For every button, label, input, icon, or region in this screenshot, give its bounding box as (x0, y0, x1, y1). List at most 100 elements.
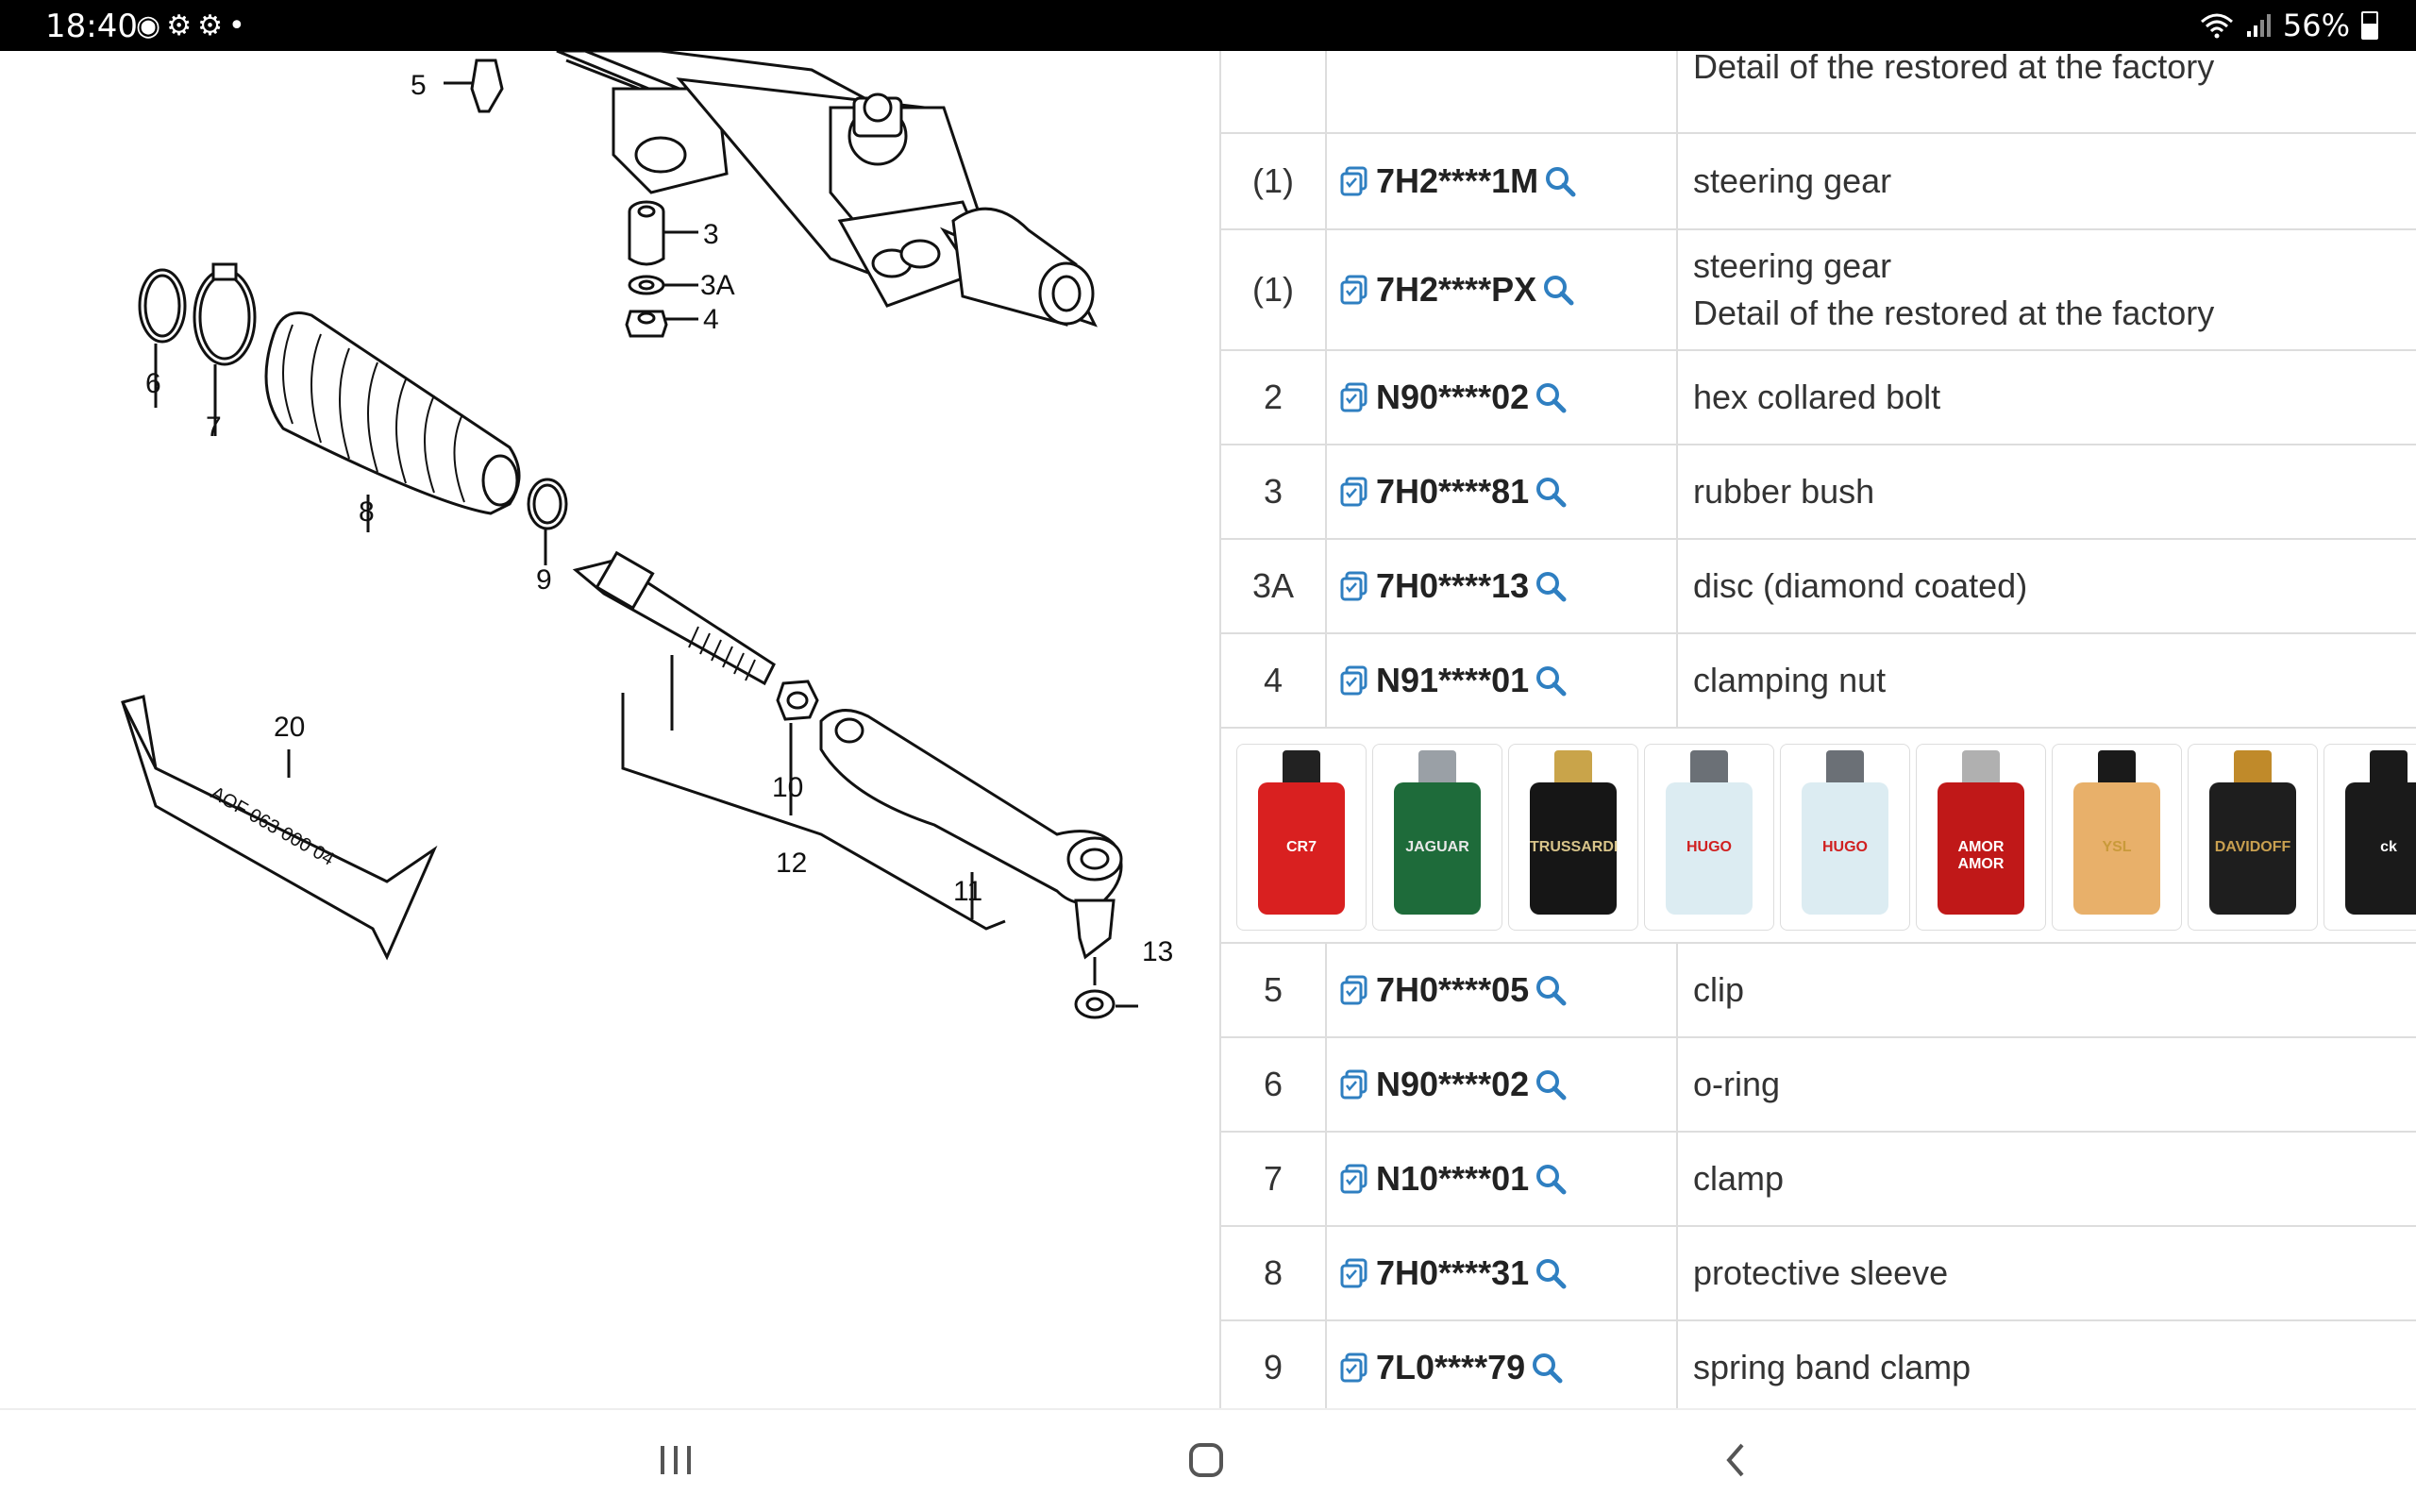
clock: 18:40 (45, 8, 138, 45)
description-line: hex collared bolt (1693, 378, 1941, 416)
description-line: spring band clamp (1693, 1348, 1971, 1386)
description-cell: steering gear (1678, 134, 2416, 228)
perfume-brand: HUGO (1822, 839, 1868, 855)
row-number: 6 (1221, 1038, 1327, 1131)
part-number[interactable]: N10****01 (1376, 1159, 1530, 1198)
perfume-ad-item[interactable]: TRUSSARDI (1508, 744, 1638, 931)
perfume-bottle (1666, 782, 1753, 915)
copy-icon[interactable] (1338, 570, 1370, 602)
copy-icon[interactable] (1338, 1352, 1370, 1384)
search-icon[interactable] (1535, 381, 1567, 413)
copy-icon[interactable] (1338, 165, 1370, 197)
part-number[interactable]: 7H2****PX (1376, 270, 1537, 309)
home-button[interactable] (1168, 1427, 1244, 1493)
search-icon[interactable] (1535, 1068, 1567, 1100)
callout-3: 3 (703, 219, 719, 250)
copy-icon[interactable] (1338, 476, 1370, 508)
perfume-bottle (1258, 782, 1345, 915)
part-number[interactable]: 7H0****13 (1376, 566, 1530, 605)
search-icon[interactable] (1535, 570, 1567, 602)
perfume-bottle (1938, 782, 2024, 915)
back-button[interactable] (1699, 1427, 1774, 1493)
perfume-ad-item[interactable]: JAGUAR (1372, 744, 1502, 931)
description-cell: o-ring (1678, 1038, 2416, 1131)
part-number[interactable]: 7H0****05 (1376, 970, 1530, 1009)
back-icon (1726, 1443, 1744, 1477)
perfume-brand: TRUSSARDI (1530, 839, 1619, 855)
copy-icon[interactable] (1338, 1257, 1370, 1289)
part-number-cell: 7L0****79 (1327, 1321, 1678, 1408)
perfume-ad-item[interactable]: HUGO (1644, 744, 1774, 931)
part-number-cell: 7H0****31 (1327, 1227, 1678, 1319)
perfume-ad-item[interactable]: YSL (2052, 744, 2182, 931)
recents-button[interactable] (638, 1427, 713, 1493)
search-icon[interactable] (1535, 974, 1567, 1006)
callout-7: 7 (206, 412, 222, 443)
search-icon[interactable] (1535, 476, 1567, 508)
search-icon[interactable] (1535, 664, 1567, 697)
perfume-ad-item[interactable]: ck (2324, 744, 2416, 931)
description-line: rubber bush (1693, 472, 1875, 511)
account-circle-icon: ◉ (136, 9, 167, 42)
callout-10: 10 (772, 772, 803, 803)
perfume-brand: DAVIDOFF (2214, 839, 2291, 855)
bottle-cap (1826, 750, 1864, 788)
copy-icon[interactable] (1338, 1068, 1370, 1100)
perfume-ad-item[interactable]: CR7 (1236, 744, 1367, 931)
perfume-bottle (1394, 782, 1481, 915)
parts-diagram[interactable]: 5 3 3A 4 6 7 8 9 10 12 11 13 20 AOF 063 … (0, 51, 1219, 1408)
perfume-brand: ck (2380, 839, 2397, 855)
part-number[interactable]: 7H2****1M (1376, 161, 1539, 200)
part-number[interactable]: 7H0****31 (1376, 1253, 1530, 1292)
description-line: clamping nut (1693, 661, 1887, 699)
perfume-ad-item[interactable]: AMOR AMOR (1916, 744, 2046, 931)
callout-5: 5 (411, 70, 427, 101)
table-row[interactable]: 6 N90****02 o-ring (1221, 1038, 2416, 1133)
exploded-view-drawing: 5 3 3A 4 6 7 8 9 10 12 11 13 20 AOF 063 … (121, 51, 1173, 1019)
perfume-bottle (1802, 782, 1888, 915)
part-number[interactable]: 7H0****81 (1376, 472, 1530, 511)
perfume-bottle (2073, 782, 2160, 915)
perfume-brand: JAGUAR (1405, 839, 1469, 855)
part-number-cell: 7H2****1M (1327, 134, 1678, 228)
search-icon[interactable] (1544, 165, 1576, 197)
search-icon[interactable] (1535, 1257, 1567, 1289)
copy-icon[interactable] (1338, 381, 1370, 413)
part-number[interactable]: N90****02 (1376, 1065, 1530, 1103)
part-number[interactable]: N90****02 (1376, 378, 1530, 416)
parts-table[interactable]: Detail of the restored at the factory (1… (1219, 51, 2416, 1408)
perfume-ad-item[interactable]: HUGO (1780, 744, 1910, 931)
part-number[interactable]: N91****01 (1376, 661, 1530, 699)
description-line: steering gear (1693, 161, 1892, 200)
description-cell: hex collared bolt (1678, 351, 2416, 444)
description-cell: protective sleeve (1678, 1227, 2416, 1319)
part-number[interactable]: 7L0****79 (1376, 1348, 1526, 1386)
copy-icon[interactable] (1338, 664, 1370, 697)
description-line: Detail of the restored at the factory (1693, 294, 2215, 332)
bottle-cap (1554, 750, 1592, 788)
description-line: o-ring (1693, 1065, 1781, 1103)
copy-icon[interactable] (1338, 274, 1370, 306)
search-icon[interactable] (1531, 1352, 1563, 1384)
description-line: steering gear (1693, 246, 1892, 285)
perfume-ad-item[interactable]: DAVIDOFF (2188, 744, 2318, 931)
description-line: clamp (1693, 1159, 1785, 1198)
search-icon[interactable] (1542, 274, 1574, 306)
copy-icon[interactable] (1338, 974, 1370, 1006)
copy-icon[interactable] (1338, 1163, 1370, 1195)
row-number: 9 (1221, 1321, 1327, 1408)
table-row-clipped[interactable]: Detail of the restored at the factory (1221, 51, 2416, 134)
search-icon[interactable] (1535, 1163, 1567, 1195)
table-row[interactable]: 9 7L0****79 spring band clamp (1221, 1321, 2416, 1408)
